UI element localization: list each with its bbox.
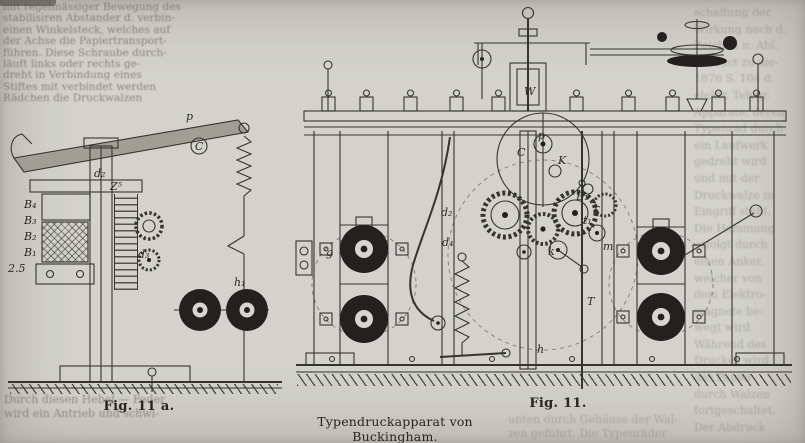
figure-11-drawing: W C p K B₁ r t₁ d₂ d₄ k m T h g — [295, 6, 792, 389]
bleed-text-line: wegt wird. — [694, 321, 754, 335]
bleed-text-line: dem Elektro- — [694, 288, 767, 302]
scan-artifact — [0, 0, 56, 6]
frame-posts — [295, 131, 775, 365]
bleed-text-line: einen Winkelsteck, welches auf — [3, 23, 171, 36]
bleed-text-line: welcher von — [694, 271, 762, 285]
part-label: B₃ — [23, 214, 37, 227]
figure-11-caption: Fig. 11. — [529, 396, 587, 411]
part-label: k — [548, 245, 555, 258]
bleed-text-line: wird ein Antrieb und schwi- — [4, 406, 159, 420]
part-label: d₄ — [442, 236, 453, 249]
part-labels-a: p C B₄ B₃ B₂ B₁ d₂ d₃ Z⁵ h₁ 2.5 — [7, 110, 246, 289]
return-spring — [226, 135, 253, 382]
bleed-text-line: führen. Diese Schraube durch- — [3, 46, 167, 59]
part-label: m — [603, 240, 613, 253]
bleed-text-right-column: schaltung der Wirkung nach d. Zeichen n.… — [694, 5, 805, 436]
part-label: B₁ — [23, 246, 37, 259]
figure-11a-plate: p C B₄ B₃ B₂ B₁ d₂ d₃ Z⁵ h₁ 2.5 — [6, 76, 286, 396]
bleed-text-line: elektr. Telegr. — [694, 88, 771, 102]
part-label: 2.5 — [7, 262, 26, 275]
top-drive-assembly — [323, 6, 764, 112]
ratchet-rack-hatching — [114, 194, 138, 290]
part-label: h — [537, 343, 544, 356]
bleed-text-line: Stiftes mit verbindet werden — [3, 80, 157, 93]
label-ring — [190, 137, 208, 155]
part-label: B₄ — [23, 198, 37, 211]
bleed-text-line: Rädchen die Druckwalzen — [3, 92, 143, 105]
part-label: C — [195, 140, 204, 153]
figure-11a-caption: Fig. 11 a. — [103, 399, 175, 414]
bleed-text-line: Während des — [694, 337, 767, 351]
bleed-text-line: schaltung der — [694, 6, 771, 19]
gear-train — [480, 183, 618, 274]
part-label: d₂ — [94, 167, 105, 180]
bleed-text-line: Typenrad durch — [694, 122, 784, 136]
bleed-text-line: gedreht wird — [694, 155, 767, 169]
bleed-text-line: einen Anker, — [694, 254, 764, 268]
figure-11a-drawing: p C B₄ B₃ B₂ B₁ d₂ d₃ Z⁵ h₁ 2.5 — [7, 110, 282, 392]
bleed-text-line: magnete be- — [694, 304, 764, 318]
main-caption: Typendruckapparat von Buckingham. — [317, 414, 473, 443]
part-label: T — [587, 295, 596, 308]
bleed-text-line: unten durch Gehäuse der Wal- — [508, 413, 678, 426]
part-label: C — [517, 146, 526, 159]
center-column — [519, 130, 537, 370]
escapement-arm — [10, 119, 250, 173]
bleed-text-line: stabilisiren Abstander d. verbin- — [3, 12, 175, 25]
bleed-text-line: Der Abdruck — [694, 420, 766, 434]
bleed-text-left-top: mit regelmässiger Bewegung des stabilisi… — [3, 1, 181, 105]
part-label: g — [326, 246, 333, 259]
part-label: K — [557, 154, 567, 167]
part-label: d₃ — [138, 248, 149, 261]
feed-strap — [409, 136, 451, 331]
part-label: W — [524, 85, 537, 98]
bleed-text-line: zen geführt. Die Typenräder — [508, 426, 667, 440]
crosshatched-block — [42, 222, 88, 262]
bleed-text-line: mit regelmässiger Bewegung des — [3, 1, 181, 13]
bleed-text-line: durch Walzen — [694, 387, 770, 401]
bleed-text-line: der Achse die Papiertransport- — [3, 35, 167, 48]
bleed-text-line: Wirkung nach d. — [694, 22, 787, 36]
base-line — [296, 352, 792, 373]
bleed-text-line: fortgeschaltet. — [694, 404, 776, 418]
bleed-text-line: Druckwalze in — [694, 188, 774, 202]
bleed-text-line: erfolgt durch — [694, 238, 768, 252]
paper-rollers-right — [616, 227, 706, 341]
part-label: B₂ — [23, 230, 37, 243]
bleed-text-line: Durch diesen Hebel — Feder — [4, 393, 166, 406]
bleed-text-line: ein Laufwerk — [694, 138, 768, 152]
figure-11-plate: W C p K B₁ r t₁ d₂ d₄ k m T h g — [292, 3, 798, 395]
bleed-text-line: und mit der — [694, 171, 760, 185]
part-label: B₁ — [575, 190, 589, 203]
carriage-member — [29, 179, 143, 193]
bleed-text-left-bottom: Durch diesen Hebel — Feder wird ein Antr… — [4, 393, 280, 420]
bleed-text-line: 1876 S. 104 d. — [694, 72, 775, 86]
part-label: p — [538, 129, 545, 142]
release-lever — [684, 204, 763, 256]
bleed-text-bottom-right: unten durch Gehäuse der Wal- zen geführt… — [508, 413, 800, 440]
bleed-text-line: Die Hemmung — [694, 221, 775, 235]
part-labels-b: W C p K B₁ r t₁ d₂ d₄ k m T h g — [326, 85, 613, 356]
print-rod — [578, 131, 586, 389]
ground-hatching-fig-a — [10, 384, 278, 394]
type-wheel — [496, 112, 590, 207]
part-label: Z⁵ — [109, 180, 123, 193]
paper-rollers-left — [319, 225, 409, 343]
ground-hatching-fig-b — [297, 374, 791, 386]
feed-gears — [134, 211, 164, 272]
part-label: t₁ — [583, 214, 592, 227]
part-label: p — [186, 110, 193, 123]
bleed-text-line: läuft links oder rechts ge- — [3, 58, 141, 71]
tension-spring — [439, 252, 511, 358]
cross-braces — [340, 216, 685, 244]
bleed-text-line: dreht in Verbindung eines — [3, 69, 142, 82]
part-label: d₂ — [441, 206, 452, 219]
bleed-text-line: Apparate, deren — [694, 105, 785, 119]
part-label: h₁ — [234, 276, 246, 289]
part-label: r — [594, 202, 600, 215]
